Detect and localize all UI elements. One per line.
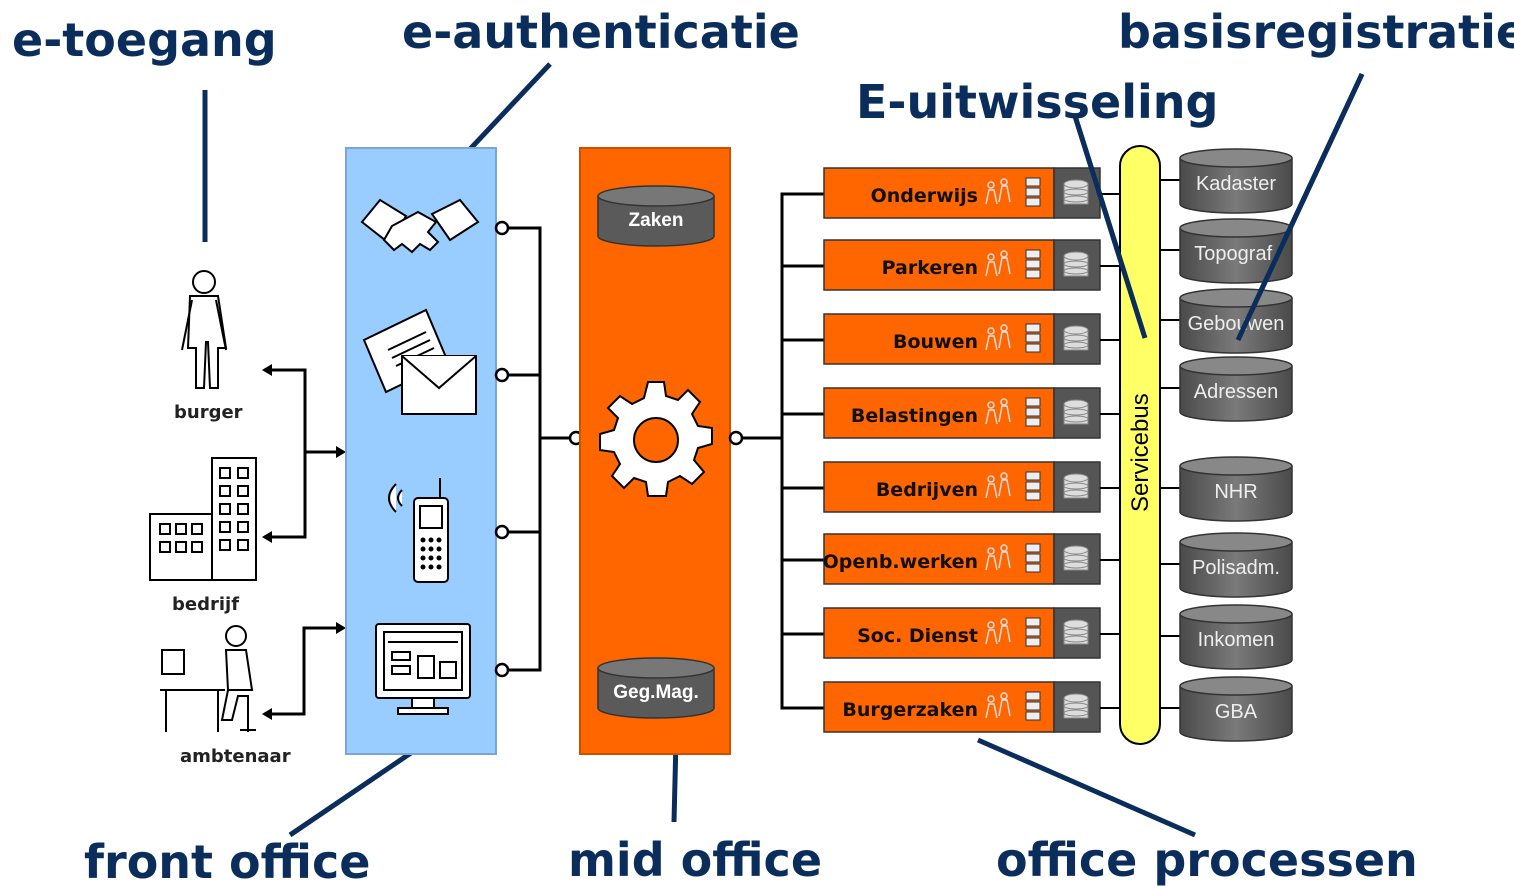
title-front-office: front office xyxy=(84,835,370,887)
people-icon xyxy=(985,472,1011,499)
title-e-uitwisseling: E-uitwisseling xyxy=(856,75,1218,129)
registry-database: GBA xyxy=(1160,676,1293,742)
server-icon xyxy=(1025,177,1041,207)
process-box: Burgerzaken xyxy=(823,681,1120,733)
people-icon xyxy=(985,250,1011,277)
process-box: Bedrijven xyxy=(823,461,1120,513)
process-label: Bedrijven xyxy=(876,479,978,501)
database-icon xyxy=(1063,399,1089,425)
registry-label: Topograf. xyxy=(1194,243,1277,265)
actor-label-ambtenaar: ambtenaar xyxy=(180,746,291,767)
registry-database: Gebouwen xyxy=(1160,288,1293,354)
actor-label-burger: burger xyxy=(174,402,243,423)
registry-database: Kadaster xyxy=(1160,148,1293,214)
actor-connector xyxy=(264,368,340,716)
server-icon xyxy=(1025,323,1041,353)
server-icon xyxy=(1025,691,1041,721)
registry-database: Polisadm. xyxy=(1160,532,1293,598)
front-to-mid-connector xyxy=(494,220,584,678)
registry-label: Adressen xyxy=(1194,381,1279,403)
registry-database: Adressen xyxy=(1160,356,1293,422)
gear-icon xyxy=(599,381,713,497)
servicebus: Servicebus xyxy=(1119,145,1161,745)
server-icon xyxy=(1025,543,1041,573)
database-icon xyxy=(1063,619,1089,645)
database-label-zaken: Zaken xyxy=(629,210,684,231)
people-icon xyxy=(985,324,1011,351)
title-office-processen: office processen xyxy=(996,833,1418,887)
people-icon xyxy=(985,544,1011,571)
registry-database: NHR xyxy=(1160,456,1293,522)
people-icon xyxy=(985,618,1011,645)
registry-label: Gebouwen xyxy=(1188,313,1285,335)
mail-icon xyxy=(362,308,477,415)
arrowheads xyxy=(262,364,346,720)
server-icon xyxy=(1025,617,1041,647)
registry-label: GBA xyxy=(1215,701,1258,723)
registry-label: NHR xyxy=(1214,481,1257,503)
process-box: Bouwen xyxy=(823,313,1120,365)
database-icon xyxy=(1063,473,1089,499)
people-icon xyxy=(985,398,1011,425)
process-box: Soc. Dienst xyxy=(823,607,1120,659)
registry-label: Kadaster xyxy=(1196,173,1276,195)
process-label: Burgerzaken xyxy=(842,699,978,721)
process-label: Soc. Dienst xyxy=(857,625,978,647)
server-icon xyxy=(1025,249,1041,279)
pointer-basisregistraties-overlay xyxy=(1235,72,1365,342)
computer-monitor-icon xyxy=(375,623,471,715)
process-box: Onderwijs xyxy=(823,167,1120,219)
process-label: Openb.werken xyxy=(823,551,978,573)
registry-database: Inkomen xyxy=(1160,604,1293,670)
process-label: Parkeren xyxy=(882,257,978,279)
people-icon xyxy=(985,692,1011,719)
title-e-toegang: e-toegang xyxy=(12,13,277,67)
person-icon xyxy=(181,270,228,389)
actor-label-bedrijf: bedrijf xyxy=(172,594,239,615)
database-icon xyxy=(1063,693,1089,719)
process-label: Onderwijs xyxy=(871,185,978,207)
server-icon xyxy=(1025,471,1041,501)
title-basisregistraties: basisregistraties xyxy=(1118,5,1514,59)
process-box: Belastingen xyxy=(823,387,1120,439)
people-icon xyxy=(985,178,1011,205)
process-box: Parkeren xyxy=(823,239,1120,291)
database-icon xyxy=(1063,545,1089,571)
process-label: Bouwen xyxy=(893,331,978,353)
database-icon xyxy=(1063,179,1089,205)
building-icon xyxy=(149,457,257,581)
database-geg-mag: Geg.Mag. xyxy=(597,657,715,719)
servicebus-label: Servicebus xyxy=(1127,393,1154,512)
mid-to-process-connector xyxy=(728,192,824,710)
database-zaken: Zaken xyxy=(597,185,715,247)
registry-label: Polisadm. xyxy=(1192,557,1280,579)
title-e-authenticatie: e-authenticatie xyxy=(402,5,800,59)
process-list: OnderwijsParkerenBouwenBelastingenBedrij… xyxy=(823,167,1120,733)
database-label-geg-mag: Geg.Mag. xyxy=(613,682,699,703)
desk-worker-icon xyxy=(160,625,256,732)
database-icon xyxy=(1063,251,1089,277)
pointer-office-processen xyxy=(976,737,1197,838)
handshake-icon xyxy=(360,198,480,254)
registry-label: Inkomen xyxy=(1198,629,1275,651)
database-icon xyxy=(1063,325,1089,351)
process-label: Belastingen xyxy=(851,405,978,427)
registry-database: Topograf. xyxy=(1160,218,1293,284)
pointer-e-uitwisseling-overlay xyxy=(1072,115,1148,339)
process-box: Openb.werken xyxy=(823,533,1120,585)
title-mid-office: mid office xyxy=(568,833,822,887)
server-icon xyxy=(1025,397,1041,427)
pointer-front-office xyxy=(288,737,432,838)
mobile-phone-icon xyxy=(388,478,449,583)
